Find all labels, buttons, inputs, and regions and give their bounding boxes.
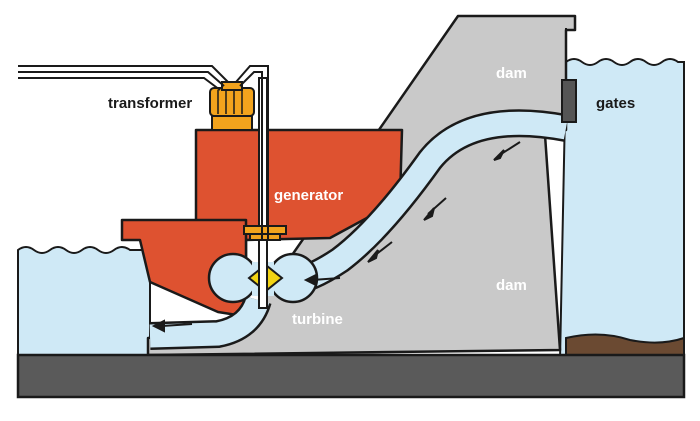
transformer-unit	[209, 81, 255, 131]
tailwater	[17, 246, 151, 361]
flow-arrows	[151, 141, 521, 333]
turbine-label: turbine	[292, 311, 343, 328]
penstock	[149, 109, 569, 350]
dam-top-label: dam	[496, 65, 527, 82]
intake-gate	[561, 79, 577, 123]
sediment	[565, 333, 685, 361]
ground	[16, 353, 686, 399]
dam-bottom-label: dam	[496, 277, 527, 294]
reservoir-water	[558, 58, 685, 361]
generator-label: generator	[274, 187, 344, 204]
power-lines	[18, 65, 269, 240]
gates-label: gates	[596, 95, 636, 112]
transformer-label: transformer	[108, 95, 193, 112]
